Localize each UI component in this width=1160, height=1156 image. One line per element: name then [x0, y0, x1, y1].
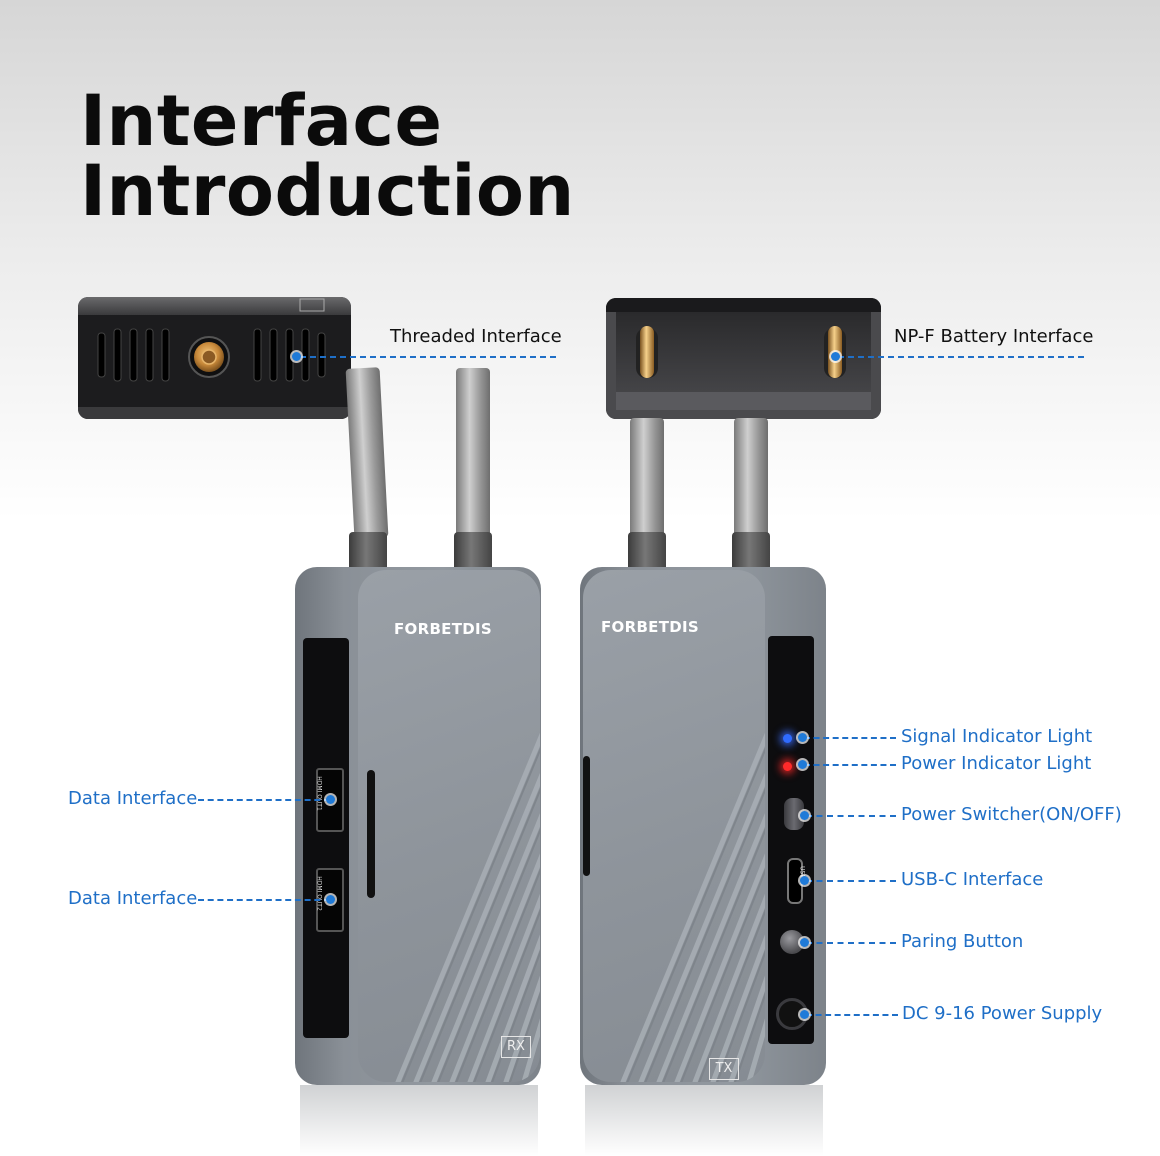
- title-line-1: Interface: [80, 80, 443, 162]
- tx-antenna-right: [734, 418, 768, 538]
- tx-card-slot: [583, 756, 590, 876]
- rx-device-face: FORBETDIS RX: [358, 570, 540, 1082]
- rx-model-badge: RX: [501, 1036, 531, 1058]
- pairing-dot: [800, 938, 809, 947]
- pairing-leader: [806, 942, 896, 944]
- tx-model-badge: TX: [709, 1058, 739, 1080]
- threaded-interface-image: [78, 297, 351, 419]
- rx-antenna-base-left: [349, 532, 387, 572]
- power-switch-dot: [800, 811, 809, 820]
- power-led: [783, 762, 792, 771]
- rx-card-slot: [367, 770, 375, 898]
- page-title: Interface Introduction: [80, 86, 575, 226]
- rx-hdmi-label-2: HDMI OUT2: [315, 876, 323, 911]
- battery-interface-photo: [606, 298, 881, 419]
- data-interface-label-2: Data Interface: [68, 888, 198, 909]
- data-interface-dot-1: [326, 795, 335, 804]
- rx-antenna-right: [456, 368, 490, 538]
- signal-led: [783, 734, 792, 743]
- signal-light-dot: [798, 733, 807, 742]
- tx-antenna-base-left: [628, 532, 666, 572]
- rx-antenna-left: [345, 367, 389, 539]
- battery-interface-dot: [831, 352, 840, 361]
- usb-c-leader: [806, 880, 896, 882]
- usb-c-dot: [800, 876, 809, 885]
- power-light-leader: [804, 764, 896, 766]
- threaded-interface-dot: [292, 352, 301, 361]
- dc-power-leader: [806, 1014, 898, 1016]
- tx-device-face: FORBETDIS TX: [583, 570, 765, 1082]
- tx-reflection: [585, 1085, 823, 1156]
- battery-interface-image: [606, 298, 881, 419]
- rx-ridge-pattern: [395, 732, 540, 1082]
- rx-side-panel: [303, 638, 349, 1038]
- power-switch-label: Power Switcher(ON/OFF): [901, 804, 1122, 825]
- signal-light-leader: [804, 737, 896, 739]
- tx-ridge-pattern: [620, 732, 765, 1082]
- tx-brand-logo: FORBETDIS: [601, 618, 699, 636]
- rx-brand-logo: FORBETDIS: [394, 620, 492, 638]
- data-interface-leader-2: [198, 899, 330, 901]
- battery-interface-leader: [838, 356, 1084, 358]
- signal-light-label: Signal Indicator Light: [901, 726, 1093, 747]
- rx-hdmi-label-1: HDMI OUT1: [315, 776, 323, 811]
- title-line-2: Introduction: [80, 150, 575, 232]
- power-switch[interactable]: [784, 798, 804, 830]
- tx-antenna-left: [630, 418, 664, 538]
- rx-antenna-base-right: [454, 532, 492, 572]
- rx-reflection: [300, 1085, 538, 1156]
- threaded-interface-photo: [78, 297, 351, 419]
- data-interface-dot-2: [326, 895, 335, 904]
- power-light-label: Power Indicator Light: [901, 753, 1092, 774]
- threaded-interface-label: Threaded Interface: [390, 326, 562, 347]
- dc-power-label: DC 9-16 Power Supply: [902, 1003, 1103, 1024]
- battery-interface-label: NP-F Battery Interface: [894, 326, 1094, 347]
- pairing-label: Paring Button: [901, 931, 1024, 952]
- data-interface-leader-1: [198, 799, 330, 801]
- power-light-dot: [798, 760, 807, 769]
- dc-power-dot: [800, 1010, 809, 1019]
- data-interface-label-1: Data Interface: [68, 788, 198, 809]
- usb-c-label: USB-C Interface: [901, 869, 1044, 890]
- threaded-interface-leader: [300, 356, 556, 358]
- power-switch-leader: [806, 815, 896, 817]
- tx-side-panel: [768, 636, 814, 1044]
- tx-antenna-base-right: [732, 532, 770, 572]
